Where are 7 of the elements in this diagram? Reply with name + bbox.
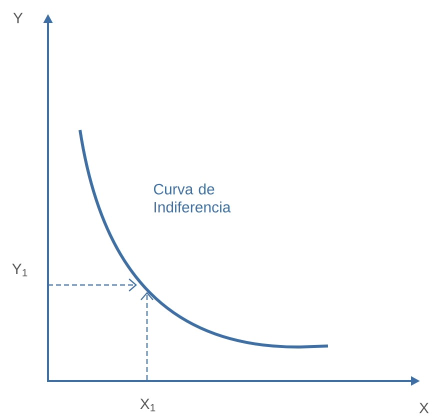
dashed-arrow [48, 278, 137, 292]
indifference-curve [78, 130, 328, 348]
axis-label: X$_{1}$ [140, 398, 156, 412]
dashed-arrow [140, 292, 154, 380]
axis-label: Y [13, 12, 23, 24]
axis-label: Y$_{1}$ [12, 264, 28, 276]
axis-label: X [419, 402, 429, 414]
